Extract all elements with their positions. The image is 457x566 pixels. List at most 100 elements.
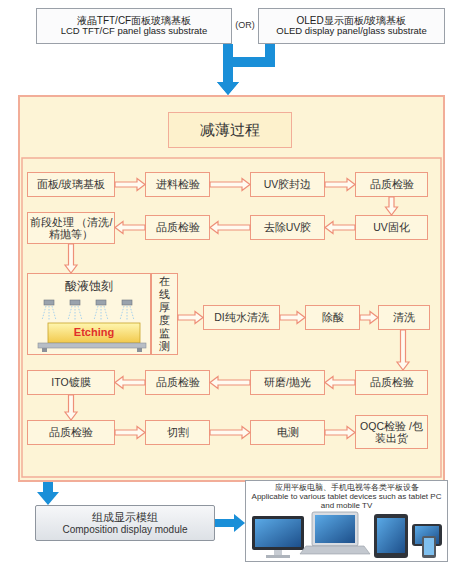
process-box: 去除UV胶 [250, 215, 325, 240]
node-text: UV胶封边 [264, 178, 312, 190]
block-arrow [325, 427, 355, 439]
block-arrow [325, 179, 355, 191]
block-arrow [115, 179, 145, 191]
flow-arrow-big [215, 514, 245, 532]
flow-arrow [115, 427, 145, 439]
node-text: UV固化 [373, 221, 410, 233]
node-text: 进料检验 [156, 178, 200, 190]
node-text: 面板/玻璃基板 [37, 178, 106, 190]
process-box: 清洗 [378, 305, 430, 330]
arrow-head [37, 492, 59, 505]
flow-arrow [360, 312, 378, 324]
block-arrow [280, 312, 305, 324]
flow-arrow [210, 179, 250, 191]
etching-box: 酸液蚀刻 [27, 273, 151, 355]
flow-arrow [325, 179, 355, 191]
node-text: 清洗 [393, 311, 415, 323]
flow-arrow [325, 427, 355, 439]
process-box: 面板/玻璃基板 [27, 172, 115, 197]
block-arrow [386, 197, 398, 215]
process-box: UV胶封边 [250, 172, 325, 197]
device-illustration [252, 512, 442, 558]
source-box: 液晶TFT/CF面板玻璃基板LCD TFT/CF panel glass sub… [36, 8, 232, 44]
node-text: 研磨/抛光 [264, 376, 311, 388]
node-text: 品质检验 [370, 376, 414, 388]
application-box: 应用平板电脑、手机电视等各类平板设备Applicable to various … [245, 480, 448, 562]
node-text: DI纯水清洗 [214, 311, 269, 323]
block-arrow [115, 377, 145, 389]
flow-arrow-big [217, 44, 239, 95]
flow-arrow [325, 222, 355, 234]
arrow-shaft [223, 44, 233, 82]
process-box: 切割 [145, 420, 210, 445]
process-box: 电测 [250, 420, 325, 445]
node-subtext: Composition display module [62, 524, 187, 536]
process-box: DI纯水清洗 [203, 305, 280, 330]
etching-label: Etching [48, 326, 140, 338]
node-text: 切割 [167, 426, 189, 438]
source-box: OLED显示面板/玻璃基板OLED display panel/glass su… [258, 8, 445, 44]
block-arrow [115, 222, 145, 234]
flow-arrow-big [217, 44, 270, 95]
flow-arrow [65, 244, 77, 273]
arrow-head [234, 514, 245, 532]
module-box: 组成显示模组Composition display module [35, 505, 215, 541]
process-box: UV固化 [355, 215, 428, 240]
node-text: 品质检验 [156, 221, 200, 233]
block-arrow [210, 427, 250, 439]
node-text: 减薄过程 [168, 112, 292, 148]
node-subtext: Applicable to various tablet devices suc… [246, 493, 447, 511]
flow-arrow [115, 222, 145, 234]
monitor-box: 在线厚度监测 [151, 273, 178, 355]
node-text: 除酸 [322, 311, 344, 323]
node-text: 电测 [277, 426, 299, 438]
flow-arrow [210, 377, 250, 389]
node-text: OQC检验 /包装出货 [356, 420, 427, 444]
node-text: 酸液蚀刻 [65, 280, 113, 294]
node-subtext: LCD TFT/CF panel glass substrate [61, 26, 208, 37]
node-text: 在线厚度监测 [158, 275, 171, 353]
process-box: ITO镀膜 [27, 370, 115, 395]
node-text: 品质检验 [49, 426, 93, 438]
node-text: 液晶TFT/CF面板玻璃基板 [77, 15, 191, 27]
block-arrow [115, 427, 145, 439]
flow-arrow [386, 197, 398, 215]
block-arrow [65, 395, 77, 420]
flow-arrow [178, 312, 203, 324]
node-text: 去除UV胶 [264, 221, 312, 233]
block-arrow [360, 312, 378, 324]
process-box: 前段处理 （清洗/精抛等） [27, 212, 115, 244]
block-arrow [210, 179, 250, 191]
flow-arrow [397, 330, 409, 370]
node-text: ITO镀膜 [51, 376, 90, 388]
flow-arrow [65, 395, 77, 420]
flow-arrow [280, 312, 305, 324]
flow-arrow [210, 427, 250, 439]
process-frame [22, 158, 441, 477]
flow-arrow [115, 179, 145, 191]
flow-arrow-big [37, 482, 59, 505]
process-box: 研磨/抛光 [250, 370, 325, 395]
process-box: 品质检验 [27, 420, 115, 445]
block-arrow [178, 312, 203, 324]
process-box: 品质检验 [145, 370, 210, 395]
or-label: (OR) [233, 20, 257, 30]
arrow-shaft [228, 44, 270, 82]
process-box: 品质检验 [355, 370, 428, 395]
process-box: 进料检验 [145, 172, 210, 197]
block-arrow [397, 330, 409, 370]
arrow-head [217, 82, 239, 95]
block-arrow [325, 377, 355, 389]
flow-arrow [210, 222, 250, 234]
block-arrow [210, 377, 250, 389]
arrow-head [217, 82, 239, 95]
flow-arrow [115, 377, 145, 389]
process-frame-box: 减薄过程面板/玻璃基板进料检验UV胶封边品质检验UV固化去除UV胶品质检验前段处… [18, 95, 445, 482]
node-text: OLED显示面板/玻璃基板 [296, 15, 406, 27]
flow-arrow [325, 377, 355, 389]
arrow-shaft [215, 519, 234, 527]
process-box: 品质检验 [355, 172, 428, 197]
etching-illustration [38, 300, 146, 352]
node-subtext: OLED display panel/glass substrate [276, 26, 427, 37]
